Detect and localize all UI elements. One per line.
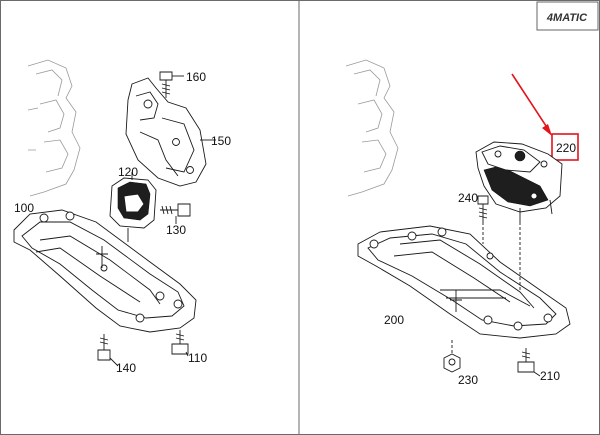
part-160-bolt [159,71,184,98]
label-150: 150 [211,134,231,148]
label-160: 160 [186,70,206,84]
label-110: 110 [188,351,207,365]
part-200-crossmember [357,222,571,339]
part-220-mount [475,141,563,222]
part-100-crossmember [13,209,197,333]
highlight-callout: 220 [511,73,579,161]
part-210-bolt [517,348,541,377]
label-240: 240 [458,191,478,205]
right-transmission-housing [345,59,399,197]
label-220: 220 [556,141,576,155]
part-140-bolt [97,334,119,367]
label-140: 140 [116,361,136,375]
part-110-bolt [171,330,189,357]
highlight-arrowhead [542,124,552,136]
part-150-bracket [125,77,216,187]
part-120-mount [109,172,157,229]
label-210: 210 [540,369,560,383]
part-230-nut [443,340,461,373]
highlight-arrow [511,73,551,133]
left-transmission-housing [27,59,81,197]
part-130-bolt [160,203,191,224]
label-130: 130 [166,223,186,237]
label-200: 200 [384,313,404,327]
left-panel: 160 150 120 130 100 140 110 [13,59,231,375]
part-240-bolt [477,195,489,244]
label-120: 120 [118,165,138,179]
label-230: 230 [458,373,478,387]
4matic-badge-text: 4MATIC [546,12,588,24]
right-panel: 220 [345,59,579,387]
4matic-badge: 4MATIC [536,1,599,31]
highlight-box [551,133,579,161]
label-100: 100 [14,201,34,215]
